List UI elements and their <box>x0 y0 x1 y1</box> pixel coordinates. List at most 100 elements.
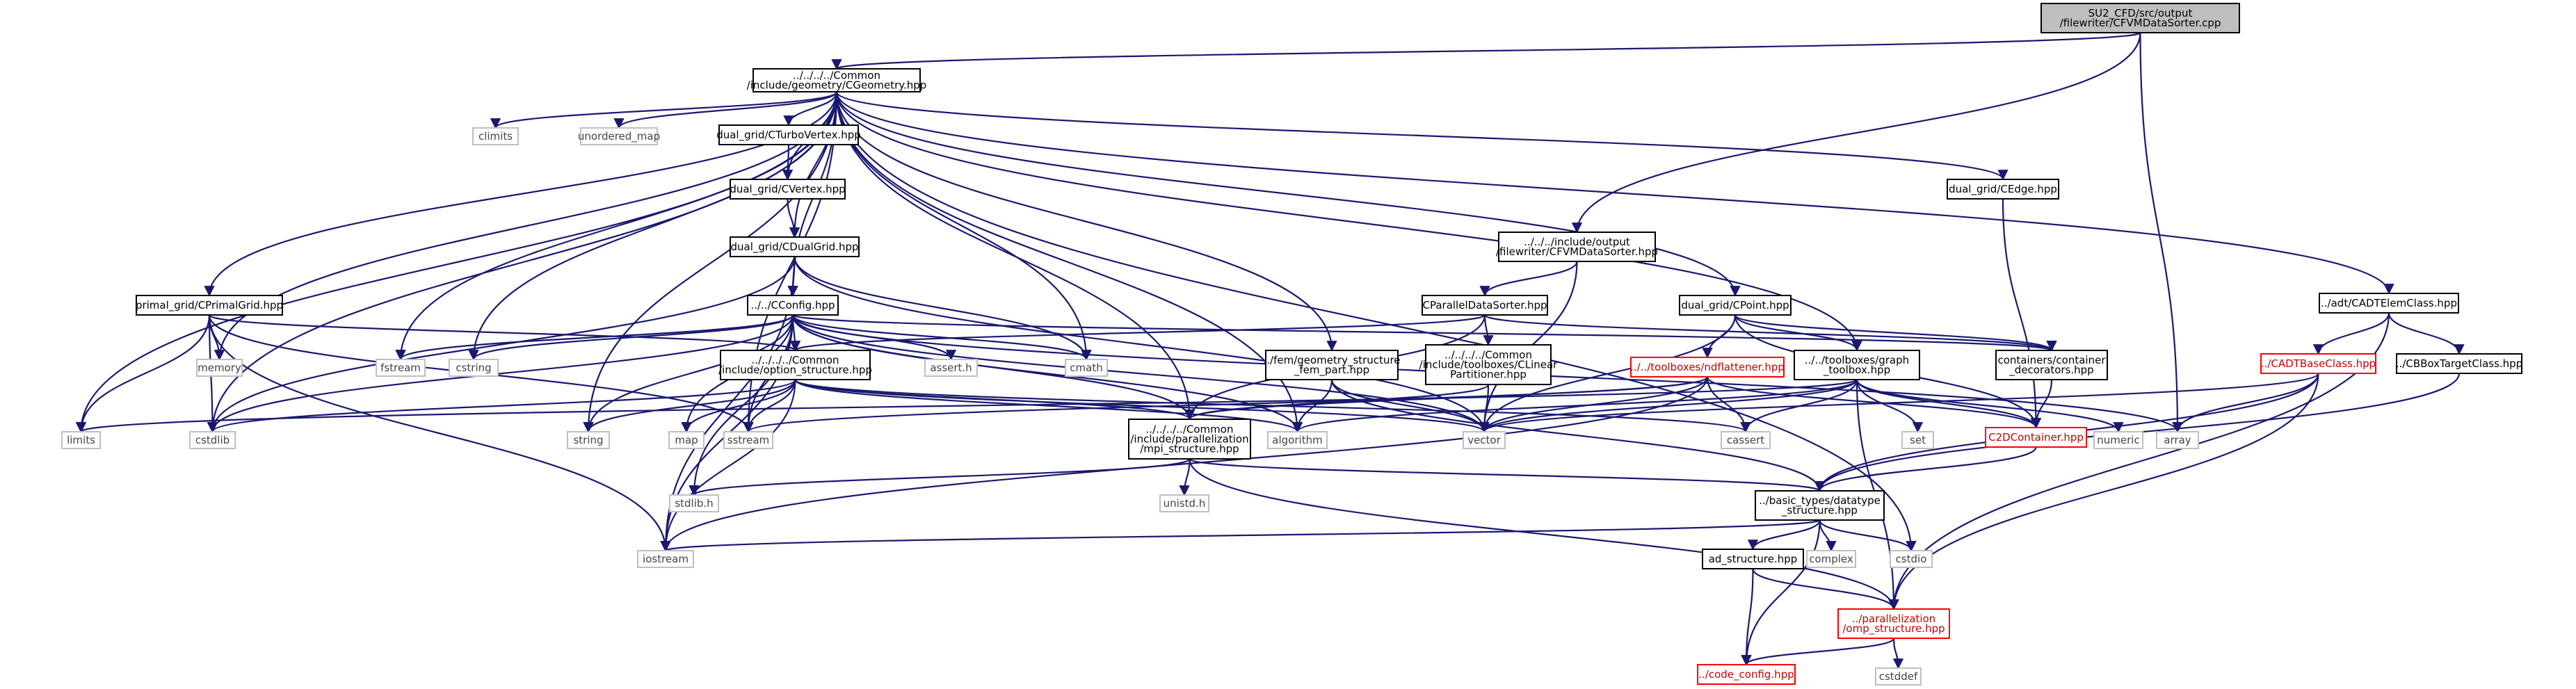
edge-option_structure-to-algorithm <box>794 379 1303 433</box>
node-cstring-label-line-0: cstring <box>456 362 491 374</box>
node-cgeometry[interactable]: ../../../../Common/include/geometry/CGeo… <box>747 68 927 92</box>
node-cfvmdatasorter-label-line-1: /filewriter/CFVMDataSorter.hpp <box>1496 245 1658 258</box>
node-asserth-label-line-0: assert.h <box>930 362 972 374</box>
edge-cgeometry-to-cstdio <box>835 91 1917 552</box>
node-ad_structure-box <box>1702 549 1804 569</box>
edge-cgeometry-to-cedge <box>835 91 2009 181</box>
node-clinearpartitioner[interactable]: ../../../../Common/include/toolboxes/CLi… <box>1419 344 1559 385</box>
node-string: string <box>567 431 610 449</box>
node-cdualgrid-box <box>730 236 860 257</box>
node-cmath-box <box>1065 359 1108 377</box>
node-ad_structure[interactable]: ad_structure.hpp <box>1702 549 1804 569</box>
edge-omp_structure-to-code_config <box>1741 638 1895 666</box>
node-cstdio-box <box>1890 550 1933 568</box>
node-cpoint[interactable]: dual_grid/CPoint.hpp <box>1679 295 1792 316</box>
edge-graph_toolbox-to-set <box>1855 379 1924 433</box>
node-cstdlib-box <box>189 431 236 449</box>
edge-cparalleldatasorter-to-container_decorators <box>1483 314 2057 352</box>
edge-ad_structure-to-code_config <box>1741 568 1754 666</box>
edge-cadtbaseclass-to-omp_structure <box>1888 373 2319 610</box>
node-cstdlib-label-line-0: cstdlib <box>195 434 230 446</box>
node-cfvmdatasorter[interactable]: ../../../include/output/filewriter/CFVMD… <box>1496 232 1658 262</box>
node-cedge-label-line-0: dual_grid/CEdge.hpp <box>1949 183 2057 196</box>
node-cstddef-box <box>1875 667 1922 686</box>
node-complex-label-line-0: complex <box>1809 553 1853 565</box>
node-set: set <box>1901 431 1934 449</box>
node-memory: memory <box>196 359 243 377</box>
node-graph_toolbox-label-line-0: ../../toolboxes/graph <box>1805 354 1909 366</box>
node-fem_part-label-line-1: _fem_part.hpp <box>1294 364 1369 377</box>
node-cassert-box <box>1721 431 1771 449</box>
node-cturbovertex[interactable]: dual_grid/CTurboVertex.hpp <box>716 124 861 145</box>
edge-cconfig-to-cstring <box>468 314 794 361</box>
edge-cadtbaseclass-to-vector <box>1479 373 2319 433</box>
node-mpi_structure-label-line-2: /mpi_structure.hpp <box>1140 443 1239 456</box>
edge-cprimalgrid-to-option_structure <box>208 314 800 352</box>
node-cadtelemclass[interactable]: ../adt/CADTElemClass.hpp <box>2319 293 2459 314</box>
node-cturbovertex-box <box>718 124 859 145</box>
node-cedge[interactable]: dual_grid/CEdge.hpp <box>1947 179 2059 200</box>
node-stdlibh-box <box>669 494 719 512</box>
node-fstream-label-line-0: fstream <box>380 362 421 374</box>
node-cadtbaseclass-box <box>2260 353 2376 374</box>
node-graph_toolbox-label-line-1: _toolbox.hpp <box>1823 364 1890 377</box>
node-container_decorators[interactable]: containers/container_decorators.hpp <box>1995 350 2108 380</box>
node-vector-label-line-0: vector <box>1467 434 1501 446</box>
edge-mpi_structure-to-stdlibh <box>689 457 1191 496</box>
node-set-box <box>1901 431 1934 449</box>
node-numeric: numeric <box>2093 431 2143 449</box>
edge-ad_structure-to-omp_structure <box>1752 568 1899 610</box>
edge-cgeometry-to-cturbovertex <box>783 91 838 127</box>
node-cconfig[interactable]: ../../CConfig.hpp <box>747 295 839 316</box>
node-climits-label-line-0: climits <box>478 130 513 143</box>
node-ndflattener[interactable]: ../../toolboxes/ndflattener.hpp <box>1630 357 1785 378</box>
node-root[interactable]: SU2_CFD/src/output/filewriter/CFVMDataSo… <box>2040 3 2240 33</box>
node-omp_structure[interactable]: ../parallelization/omp_structure.hpp <box>1837 608 1950 639</box>
node-datatype_structure-label-line-1: _structure.hpp <box>1781 504 1858 517</box>
edge-graph_toolbox-to-numeric <box>1855 379 2124 433</box>
node-root-label-line-1: /filewriter/CFVMDataSorter.cpp <box>2060 17 2221 29</box>
node-cprimalgrid[interactable]: primal_grid/CPrimalGrid.hpp <box>136 295 283 316</box>
node-numeric-label-line-0: numeric <box>2097 434 2139 446</box>
node-complex-box <box>1806 550 1856 568</box>
node-root-label-line-0: SU2_CFD/src/output <box>2088 7 2193 20</box>
node-code_config[interactable]: ../code_config.hpp <box>1697 664 1796 685</box>
edge-cpoint-to-vector <box>1479 314 1737 433</box>
node-cprimalgrid-label-line-0: primal_grid/CPrimalGrid.hpp <box>136 299 283 312</box>
node-datatype_structure[interactable]: ../basic_types/datatype_structure.hpp <box>1755 490 1885 521</box>
node-fem_part[interactable]: ../fem/geometry_structure_fem_part.hpp <box>1263 350 1401 380</box>
node-cstdlib: cstdlib <box>189 431 236 449</box>
edge-cparalleldatasorter-to-clinearpartitioner <box>1483 314 1494 346</box>
edge-cadtelemclass-to-cbboxtargetclass <box>2388 312 2465 355</box>
node-graph_toolbox[interactable]: ../../toolboxes/graph_toolbox.hpp <box>1794 350 1920 380</box>
node-fstream-box <box>376 359 426 377</box>
edge-cconfig-to-algorithm <box>791 314 1303 433</box>
node-c2dcontainer[interactable]: C2DContainer.hpp <box>1985 427 2087 448</box>
node-iostream: iostream <box>637 550 694 568</box>
node-cparalleldatasorter[interactable]: CParallelDataSorter.hpp <box>1422 295 1548 316</box>
edge-cgeometry-to-graph_toolbox <box>835 91 1862 352</box>
edge-option_structure-to-cstdlib <box>207 379 796 433</box>
node-container_decorators-box <box>1995 350 2108 380</box>
node-option_structure[interactable]: ../../../../Common/include/option_struct… <box>718 350 872 380</box>
node-cassert: cassert <box>1721 431 1771 449</box>
node-cadtbaseclass[interactable]: ../CADTBaseClass.hpp <box>2260 353 2376 374</box>
node-cparalleldatasorter-box <box>1422 295 1548 316</box>
node-mpi_structure[interactable]: ../../../../Common/include/parallelizati… <box>1128 419 1251 460</box>
node-datatype_structure-box <box>1755 490 1885 521</box>
node-cvertex[interactable]: dual_grid/CVertex.hpp <box>730 179 846 200</box>
node-cvertex-box <box>730 179 846 200</box>
edge-mpi_structure-to-datatype_structure <box>1189 457 1825 492</box>
node-cbboxtargetclass[interactable]: ../CBBoxTargetClass.hpp <box>2396 353 2522 374</box>
edge-cprimalgrid-to-limits <box>75 314 211 433</box>
node-numeric-box <box>2093 431 2143 449</box>
edge-datatype_structure-to-code_config <box>1741 519 1821 666</box>
node-algorithm: algorithm <box>1267 431 1328 449</box>
node-cdualgrid[interactable]: dual_grid/CDualGrid.hpp <box>730 236 860 257</box>
node-cstdio-label-line-0: cstdio <box>1896 553 1927 565</box>
node-cfvmdatasorter-label-line-0: ../../../include/output <box>1524 236 1630 248</box>
node-cgeometry-box <box>752 68 921 92</box>
edge-cvertex-to-cdualgrid <box>787 198 800 238</box>
node-cbboxtargetclass-box <box>2396 353 2522 374</box>
